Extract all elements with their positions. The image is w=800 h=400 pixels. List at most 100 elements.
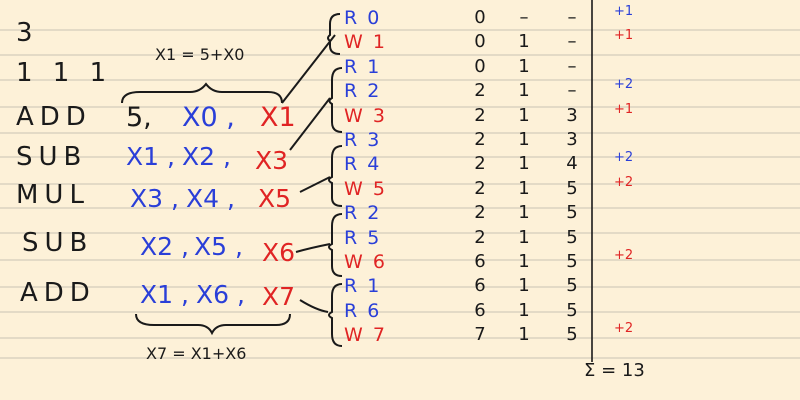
operand-src2: X0 ,	[182, 102, 235, 133]
brace-group-5	[328, 283, 343, 347]
access-label: R 6	[344, 299, 382, 322]
connector-mul	[299, 176, 331, 193]
cell-col1: 2	[474, 202, 486, 224]
cell-col3: 5	[566, 324, 578, 346]
cost-increment: +1	[614, 4, 634, 19]
cell-col1: 2	[474, 226, 486, 248]
connector-sub-2	[295, 243, 331, 253]
access-label: R 2	[344, 80, 382, 103]
cost-increment: +2	[614, 174, 634, 190]
opcode: ADD	[16, 102, 92, 132]
cell-col3: 5	[566, 299, 578, 321]
cell-col3: 5	[566, 251, 578, 272]
cell-col2: 1	[518, 275, 530, 297]
cell-col2: 1	[518, 104, 530, 126]
access-label: W 6	[344, 251, 387, 273]
cell-col1: 6	[474, 299, 486, 321]
ruled-lines	[0, 29, 800, 359]
operand-src2: X2 ,	[182, 142, 231, 171]
formula-bottom: X7 = X1+X6	[146, 344, 247, 363]
access-label: R 2	[344, 202, 382, 225]
cell-col2: –	[519, 7, 529, 28]
operand-src1: X1 ,	[126, 142, 175, 171]
operand-dst: X1	[260, 102, 296, 133]
cell-col3: –	[567, 80, 577, 102]
formula-top: X1 = 5+X0	[155, 45, 245, 64]
opcode: SUB	[16, 142, 88, 172]
cell-col1: 0	[474, 55, 486, 77]
cell-col2: 1	[518, 299, 530, 321]
access-label: R 1	[344, 275, 382, 298]
cell-col3: 5	[566, 177, 578, 199]
port-config: 1 1 1	[16, 58, 113, 88]
cell-col1: 2	[474, 104, 486, 126]
cell-col2: 1	[518, 202, 530, 224]
operand-src1: X2 ,	[140, 232, 189, 261]
connectors	[281, 34, 336, 313]
cell-col3: 5	[566, 202, 578, 224]
cell-col1: 6	[474, 275, 486, 297]
cell-col1: 0	[474, 31, 486, 53]
cell-col3: 3	[566, 104, 578, 126]
operand-src2: X5 ,	[194, 232, 243, 261]
cell-col2: 1	[518, 324, 530, 346]
access-braces	[327, 13, 343, 347]
opcode: ADD	[20, 278, 96, 308]
cell-col3: –	[567, 55, 577, 77]
cell-col3: 5	[566, 275, 578, 297]
cell-col2: 1	[518, 177, 530, 199]
access-label: R 3	[344, 129, 382, 151]
access-label: W 1	[344, 31, 387, 54]
brace-group-2	[328, 67, 343, 133]
access-label: R 1	[344, 55, 382, 78]
operand-src1: X1 ,	[140, 280, 189, 309]
operand-dst: X6	[262, 238, 296, 267]
operand-src1: 5,	[126, 102, 152, 133]
cell-col1: 0	[474, 7, 486, 28]
top-brace	[121, 82, 283, 104]
operand-dst: X7	[262, 282, 296, 311]
cost-increment: +2	[614, 150, 634, 166]
cell-col2: 1	[518, 55, 530, 77]
operand-src1: X3 ,	[130, 184, 179, 213]
cell-col3: 5	[566, 226, 578, 248]
cost-increment: +2	[614, 77, 634, 93]
cell-col1: 2	[474, 153, 486, 175]
cell-col1: 2	[474, 80, 486, 102]
access-label: R 0	[344, 7, 382, 29]
operand-src2: X6 ,	[196, 280, 245, 309]
cost-increment: +2	[614, 321, 634, 337]
connector-add-2	[299, 299, 329, 313]
access-label: R 4	[344, 153, 382, 176]
cell-col2: 1	[518, 31, 530, 53]
access-label: W 5	[344, 177, 387, 200]
cell-col2: 1	[518, 129, 530, 150]
opcode: SUB	[22, 228, 94, 258]
operand-dst: X3	[255, 146, 289, 175]
cell-col2: 1	[518, 80, 530, 102]
cell-col1: 2	[474, 177, 486, 199]
access-label: W 3	[344, 104, 387, 127]
cell-col3: –	[567, 7, 577, 28]
access-label: R 5	[344, 226, 382, 249]
connector-add-1	[281, 34, 336, 104]
cost-increment: +1	[614, 28, 634, 44]
bottom-brace	[135, 313, 291, 336]
cell-col2: 1	[518, 226, 530, 248]
cell-col2: 1	[518, 251, 530, 272]
cell-col3: 4	[566, 153, 578, 175]
cell-col2: 1	[518, 153, 530, 175]
register-count: 3	[16, 18, 39, 48]
operand-dst: X5	[258, 184, 292, 213]
cell-col3: –	[567, 31, 577, 53]
connector-sub-1	[289, 97, 331, 151]
brace-group-3	[328, 145, 343, 207]
access-label: W 7	[344, 324, 387, 347]
cell-col1: 6	[474, 251, 486, 272]
cell-col1: 7	[474, 324, 486, 346]
total-cost: Σ = 13	[584, 360, 645, 381]
cost-increment: +1	[614, 101, 634, 117]
cell-col1: 2	[474, 129, 486, 150]
operand-src2: X4 ,	[186, 184, 235, 213]
